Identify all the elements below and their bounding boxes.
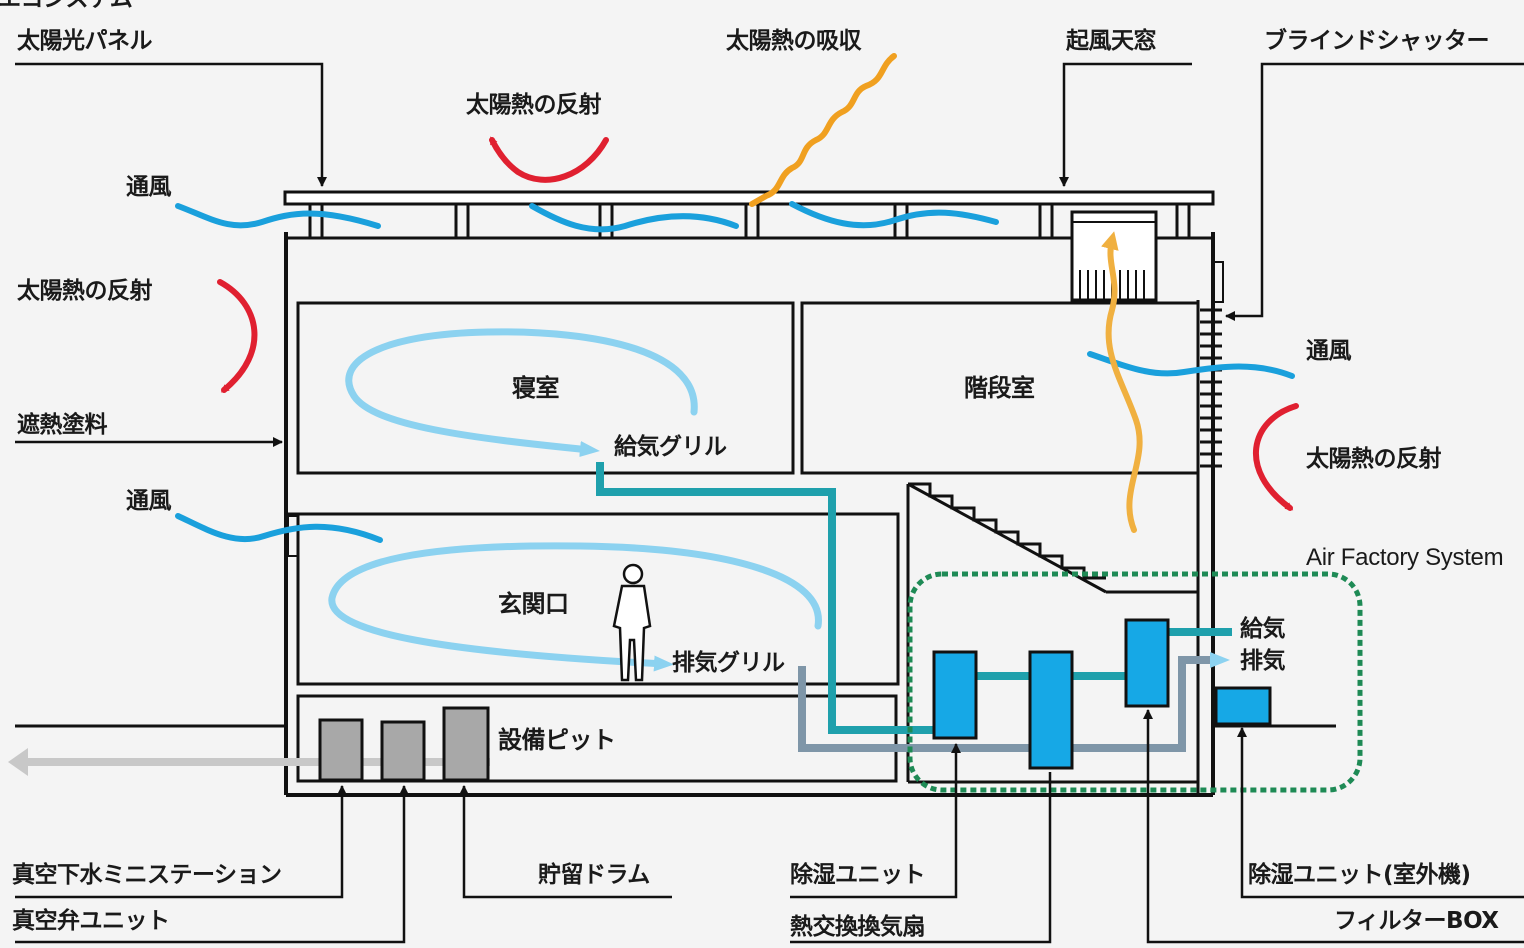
label-ventilation-mid: 通風 [126, 488, 172, 514]
label-dehumid-outdoor: 除湿ユニット(室外機) [1248, 862, 1471, 888]
label-solar-heat-absorption: 太陽熱の吸収 [726, 28, 862, 54]
label-solar-reflect-right: 太陽熱の反射 [1306, 446, 1442, 472]
title-fragment: エコシステム [0, 0, 133, 11]
label-ventilation-right: 通風 [1306, 338, 1352, 364]
wind-right [1087, 351, 1295, 379]
air-factory-units [932, 618, 1272, 770]
air-factory-boundary [907, 571, 1363, 793]
label-dehumid-unit: 除湿ユニット [790, 862, 926, 888]
circulation-upper [345, 328, 698, 457]
room-box-upper-right [800, 301, 1200, 475]
label-storage-drum: 貯留ドラム [538, 862, 650, 888]
unit-outdoor [1214, 686, 1272, 726]
tank-vacuum-station [318, 718, 364, 782]
heat-reflect-right [1252, 403, 1299, 511]
label-solar-reflect-left: 太陽熱の反射 [17, 278, 153, 304]
tank-storage-drum [442, 706, 490, 782]
heat-reflect-top [489, 136, 609, 183]
heat-absorption-wave [749, 53, 897, 207]
leader-lines [15, 62, 1524, 944]
label-solar-reflect-top: 太陽熱の反射 [466, 92, 602, 118]
wind-flows [175, 201, 1295, 543]
label-heat-exchanger: 熱交換換気扇 [790, 914, 926, 940]
wind-roof-3 [789, 201, 999, 229]
roof-posts [308, 204, 1191, 238]
circulation-lower [328, 542, 822, 672]
label-supply-air: 給気 [1240, 616, 1286, 642]
room-label-upper-right: 階段室 [964, 374, 1035, 402]
indoor-circulation [328, 328, 822, 672]
room-box-upper-left [296, 301, 795, 475]
skylight-updraft [1101, 231, 1143, 533]
label-solar-panel: 太陽光パネル [17, 28, 153, 54]
label-filter-box: フィルターBOX [1334, 908, 1499, 934]
pit-tanks [318, 706, 490, 782]
exhaust-duct-line [798, 652, 1230, 752]
label-air-factory: Air Factory System [1306, 544, 1504, 571]
supply-duct-line [596, 462, 934, 734]
supply-duct [596, 462, 1232, 734]
blind-shutter-slats [1200, 308, 1222, 468]
label-exhaust-grille: 排気グリル [672, 650, 785, 676]
stair [908, 482, 1106, 580]
room-label-pit: 設備ピット [498, 726, 616, 754]
roof-slab [283, 190, 1215, 206]
exhaust-duct [798, 652, 1230, 752]
label-supply-grille: 給気グリル [614, 434, 727, 460]
label-heat-shield-paint: 遮熱塗料 [17, 412, 108, 438]
label-skylight: 起風天窓 [1066, 28, 1157, 54]
unit-filter-box [1124, 618, 1170, 708]
unit-heat-exchanger [1028, 650, 1074, 770]
label-vacuum-station: 真空下水ミニステーション [12, 862, 282, 888]
heat-reflection-arrows [217, 136, 1299, 511]
unit-dehumidifier [932, 650, 978, 740]
label-vacuum-valve: 真空弁ユニット [12, 908, 170, 934]
wind-roof-1 [175, 203, 381, 229]
pit-box [296, 694, 898, 783]
label-exhaust-air: 排気 [1240, 648, 1286, 674]
skylight-louvers [1079, 270, 1145, 300]
label-blind-shutter: ブラインドシャッター [1264, 28, 1490, 54]
wind-roof-2 [529, 203, 739, 233]
label-ventilation-top: 通風 [126, 174, 172, 200]
person-silhouette [612, 563, 652, 682]
heat-reflect-left [217, 279, 258, 393]
wind-mid-left [175, 513, 383, 543]
room-label-lower: 玄関口 [498, 590, 569, 618]
room-label-upper-left: 寝室 [512, 374, 560, 402]
room-box-lower [296, 512, 900, 686]
tank-vacuum-valve [380, 720, 426, 782]
